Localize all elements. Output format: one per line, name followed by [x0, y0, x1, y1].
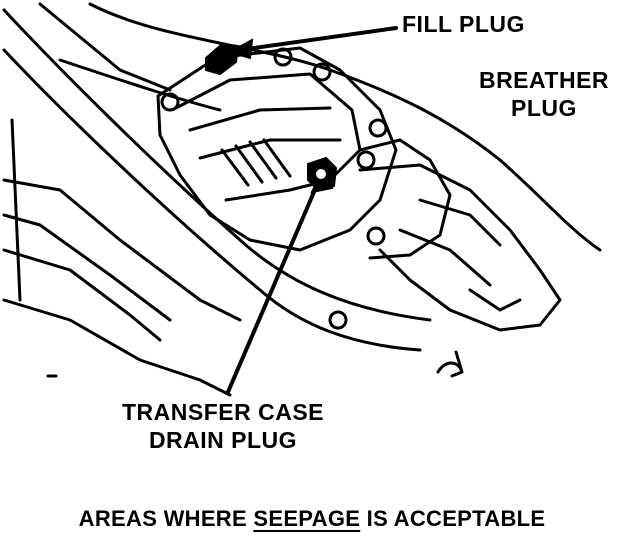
bolt — [328, 310, 348, 330]
drain-plug-text-line1: TRANSFER CASE — [121, 399, 324, 425]
caption-emphasis: SEEPAGE — [253, 506, 361, 531]
bolt — [366, 226, 386, 246]
bolt — [368, 118, 388, 138]
frame-rail-upper — [2, 8, 432, 322]
fill-plug-label: FILL PLUG — [402, 10, 525, 38]
tunnel-upper — [88, 2, 602, 252]
left-bracket — [2, 248, 162, 342]
breather-plug-label: BREATHER PLUG — [474, 66, 614, 122]
housing-flange — [328, 138, 452, 260]
housing-face — [174, 72, 362, 152]
drain-plug-leader — [226, 176, 322, 394]
frame-rail-lower — [2, 48, 422, 352]
housing-fins — [220, 138, 292, 187]
rear-detail-1 — [418, 198, 502, 247]
caption-prefix: AREAS WHERE — [78, 506, 247, 531]
fill-plug-arrowhead — [227, 38, 254, 60]
drain-plug-label: TRANSFER CASE DRAIN PLUG — [112, 398, 334, 454]
transfer-case-housing — [156, 46, 398, 252]
diagram-caption: AREAS WHERE SEEPAGE IS ACCEPTABLE — [0, 506, 624, 532]
bolt — [160, 92, 180, 112]
tunnel-lower — [58, 58, 222, 112]
breather-plug-text-line1: BREATHER — [478, 67, 610, 93]
bolt — [356, 150, 376, 170]
fill-plug-leader — [238, 26, 398, 52]
rear-housing — [358, 163, 562, 332]
rear-detail-2 — [398, 228, 492, 287]
crossmember-edge — [2, 213, 172, 322]
breather-plug-text-line2: PLUG — [511, 95, 577, 121]
caption-suffix: IS ACCEPTABLE — [366, 506, 546, 531]
floor-line — [10, 118, 22, 302]
drain-plug-core — [316, 169, 326, 179]
fill-plug-text: FILL PLUG — [402, 11, 525, 37]
bolt — [312, 62, 332, 82]
frame-rail-outer — [38, 2, 172, 92]
drain-plug-text-line2: DRAIN PLUG — [148, 427, 298, 453]
lower-panel — [2, 298, 232, 397]
crossmember — [2, 178, 242, 322]
housing-rib-1 — [188, 106, 332, 132]
fill-plug-icon — [205, 42, 240, 76]
bolt — [273, 47, 293, 67]
small-arrow-mark — [436, 350, 464, 378]
rear-detail-3 — [468, 288, 522, 312]
drain-plug-arrowhead — [310, 165, 334, 194]
